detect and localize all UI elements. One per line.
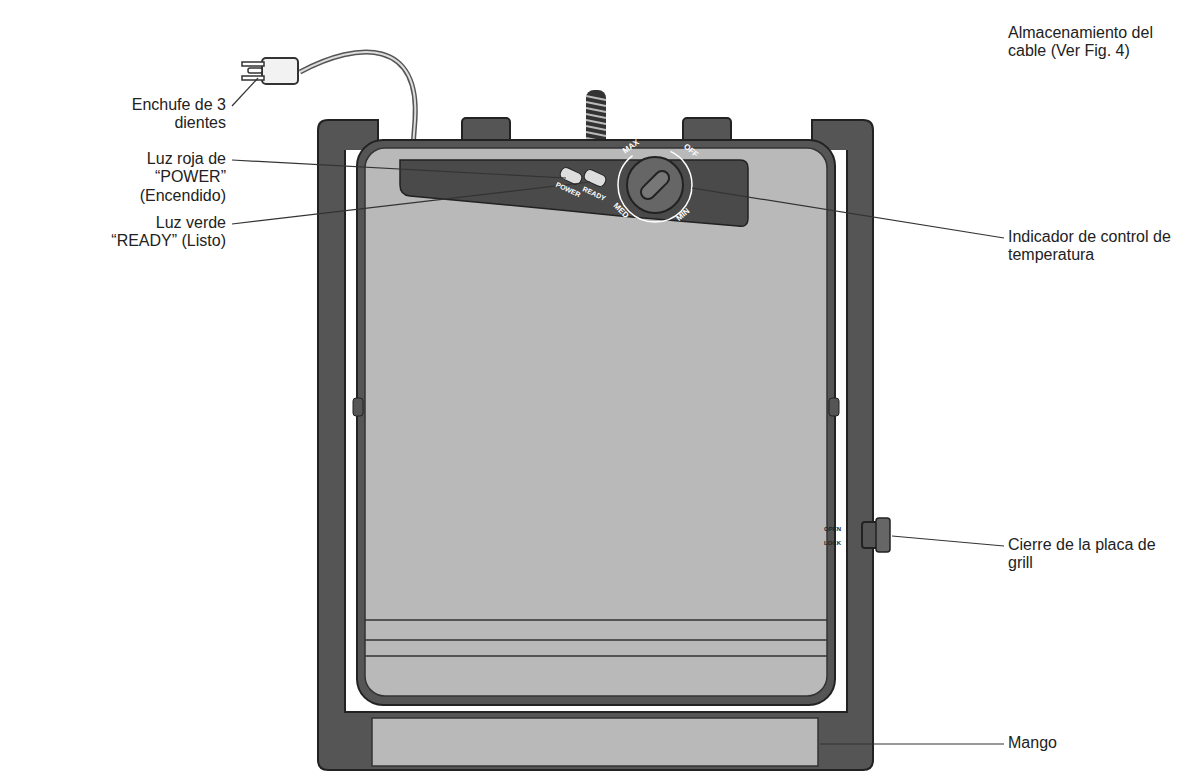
latch-marking: OPEN [824, 526, 858, 533]
control-panel [400, 160, 748, 226]
hinge-pin [829, 398, 839, 416]
grill-lid [365, 148, 827, 696]
lid-grooves [365, 620, 827, 656]
grill-frame [318, 120, 873, 770]
latch-marking: LOCK [824, 540, 858, 547]
three-prong-plug [242, 58, 298, 84]
part-label: Indicador de control de temperatura [1008, 228, 1183, 265]
latch-knob [876, 518, 890, 552]
hinge-pin [353, 398, 363, 416]
lid-rim [357, 140, 835, 705]
handle-grip [372, 718, 818, 766]
part-label: Luz roja de “POWER” (Encendido) [116, 150, 226, 205]
part-label: Almacenamiento del cable (Ver Fig. 4) [1008, 24, 1188, 61]
leader-lines [232, 78, 1004, 744]
part-label: Enchufe de 3 dientes [116, 96, 226, 133]
part-label: Cierre de la placa de grill [1008, 536, 1168, 573]
ready-light [582, 168, 607, 188]
dial-grip [638, 168, 672, 202]
temperature-dial [627, 157, 683, 213]
part-label: Mango [1008, 734, 1128, 752]
part-label: Luz verde “READY” (Listo) [86, 214, 226, 251]
